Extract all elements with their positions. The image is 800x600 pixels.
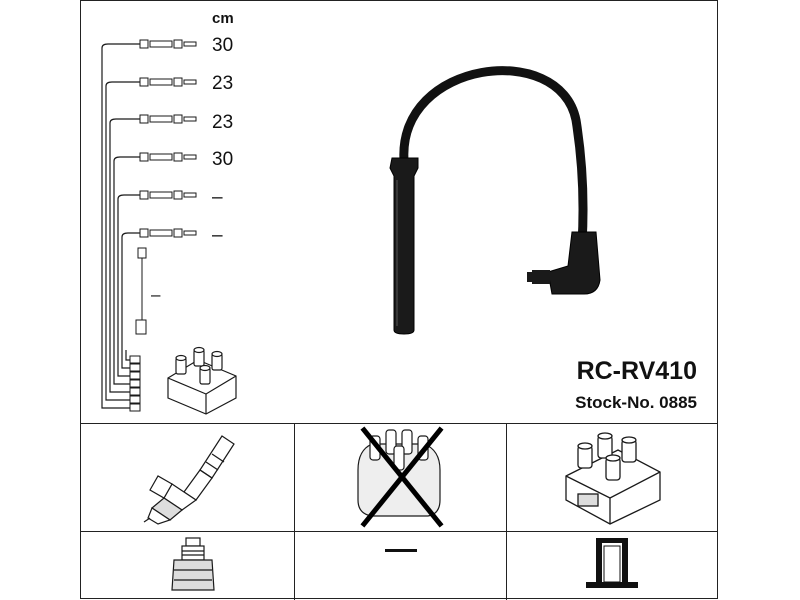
coil-pack-small (167, 346, 237, 415)
length-label-6: – (212, 225, 223, 246)
length-label-1: 30 (212, 35, 234, 56)
stock-number: Stock-No. 0885 (575, 393, 697, 412)
unit-label: cm (212, 10, 234, 27)
length-label-5: – (212, 187, 223, 208)
grid-line (506, 423, 507, 600)
length-label-4: 30 (212, 149, 234, 170)
length-label-2: 23 (212, 73, 234, 94)
length-label-3: 23 (212, 112, 234, 133)
grid-line (81, 531, 717, 532)
coil-lead-length-label: – (151, 285, 161, 304)
grid-line (81, 423, 717, 424)
not-applicable-dash: – (385, 549, 417, 552)
product-model: RC-RV410 (576, 357, 697, 385)
diagram-frame: cm 30 23 23 30 – – – RC-RV410 Stock-No. … (80, 0, 718, 600)
grid-line (294, 423, 295, 600)
